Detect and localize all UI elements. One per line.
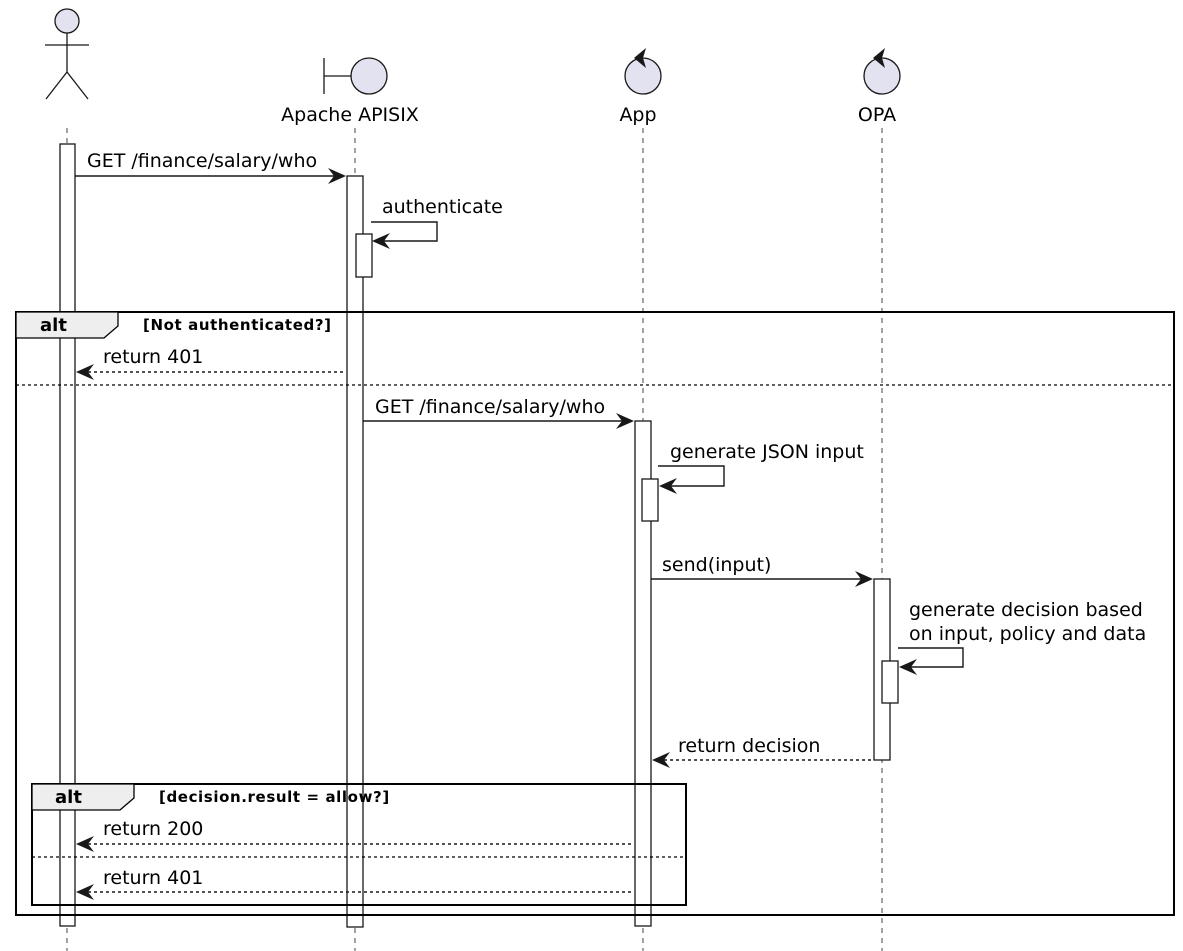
participant-user — [45, 8, 89, 100]
activation-apisix — [346, 175, 364, 928]
activation-apisix-authenticate — [355, 233, 373, 278]
message-authenticate: authenticate — [371, 196, 503, 249]
arrow-head-icon — [652, 752, 670, 768]
message-send-input: send(input) — [651, 554, 873, 587]
alt-fragment-outer-frame — [15, 311, 1175, 916]
message-generate-json-input: generate JSON input — [658, 441, 864, 494]
alt-fragment-inner: alt [decision.result = allow?] — [31, 783, 687, 906]
message-label: generate JSON input — [670, 441, 864, 463]
arrow-head-icon — [76, 836, 94, 852]
actor-stick-figure-icon — [45, 8, 89, 100]
alt-fragment-inner-tab — [31, 783, 135, 811]
message-get-finance-to-apisix: GET /finance/salary/who — [75, 150, 346, 184]
message-label: return 200 — [103, 818, 203, 840]
message-label: authenticate — [382, 196, 503, 218]
activation-user — [59, 143, 76, 927]
arrow-head-icon — [328, 168, 346, 184]
alt-fragment-outer-condition: [Not authenticated?] — [143, 316, 332, 334]
control-icon — [863, 48, 901, 95]
activation-opa-decision — [881, 660, 899, 704]
arrow-head-icon — [899, 659, 917, 675]
alt-fragment-outer: alt [Not authenticated?] — [15, 311, 1175, 916]
arrow-head-icon — [372, 233, 390, 249]
participant-opa: OPA — [858, 48, 901, 126]
alt-fragment-outer-keyword: alt — [40, 315, 67, 336]
message-label: send(input) — [662, 554, 771, 576]
message-generate-decision: generate decision based on input, policy… — [898, 599, 1146, 675]
participant-app-label: App — [619, 104, 656, 126]
message-return-decision: return decision — [652, 735, 874, 768]
arrow-head-icon — [855, 571, 873, 587]
participant-apisix-label: Apache APISIX — [281, 104, 419, 126]
message-label: return 401 — [103, 867, 203, 889]
message-get-finance-to-app: GET /finance/salary/who — [363, 396, 634, 429]
message-label: return 401 — [103, 346, 203, 368]
message-return-401-denied: return 401 — [76, 867, 632, 900]
message-label: GET /finance/salary/who — [87, 150, 317, 172]
message-label: return decision — [678, 735, 820, 757]
message-return-200: return 200 — [76, 818, 632, 852]
message-label-line-1: generate decision based — [909, 599, 1143, 621]
arrow-head-icon — [76, 364, 94, 380]
message-return-401-unauthenticated: return 401 — [76, 346, 345, 380]
activation-app-generate-input — [641, 478, 659, 522]
message-label-line-2: on input, policy and data — [909, 623, 1146, 645]
participant-app: App — [619, 48, 662, 126]
arrow-head-icon — [659, 478, 677, 494]
participant-opa-label: OPA — [858, 104, 896, 126]
participant-apisix: Apache APISIX — [281, 57, 419, 126]
arrow-head-icon — [616, 413, 634, 429]
alt-fragment-inner-condition: [decision.result = allow?] — [159, 788, 390, 806]
alt-fragment-inner-frame — [31, 783, 687, 906]
activation-app — [634, 420, 652, 927]
control-icon — [624, 48, 662, 95]
boundary-icon — [323, 57, 388, 95]
alt-fragment-outer-tab — [15, 311, 119, 339]
message-label: GET /finance/salary/who — [375, 396, 605, 418]
alt-fragment-inner-keyword: alt — [55, 787, 82, 808]
arrow-head-icon — [76, 884, 94, 900]
